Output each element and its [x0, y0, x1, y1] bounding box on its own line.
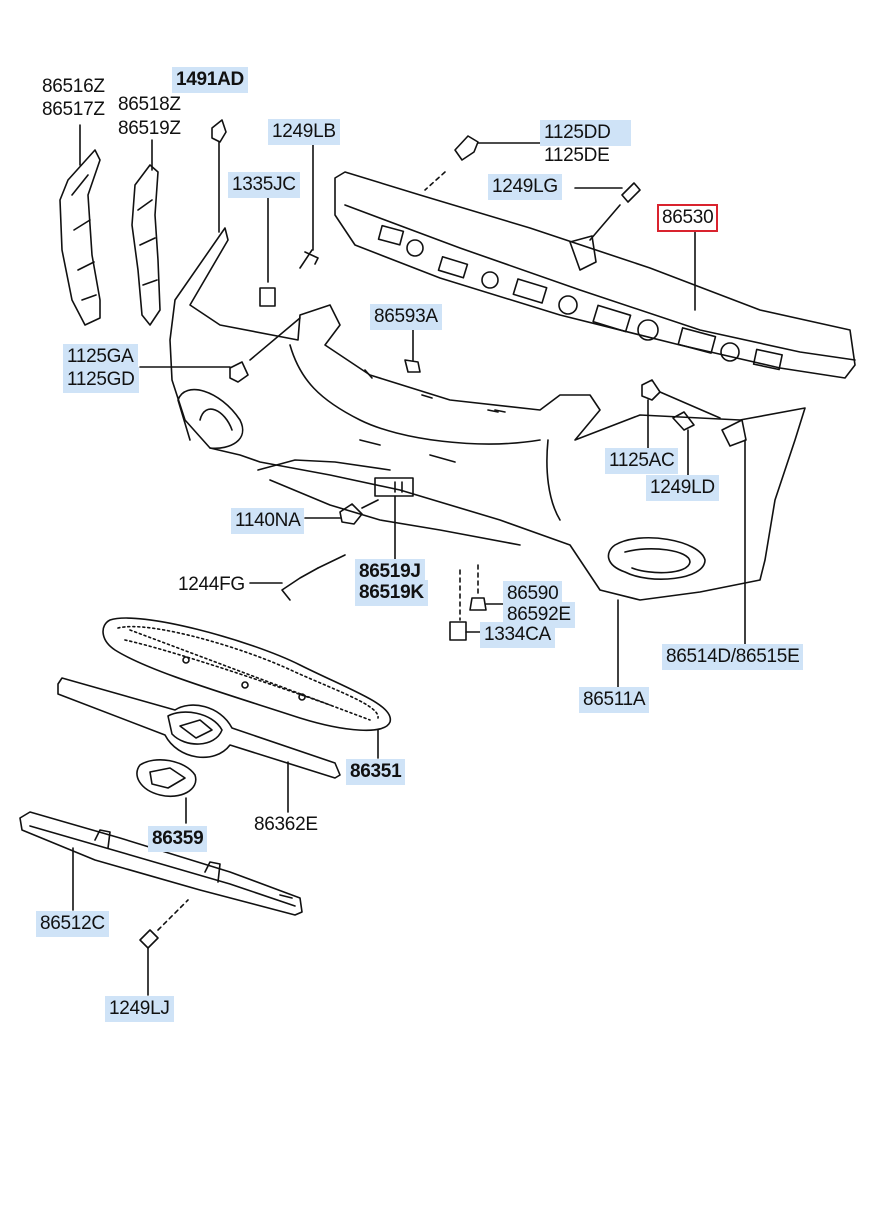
label-1335jc[interactable]: 1335JC	[228, 172, 300, 198]
screw-1249lj	[139, 929, 159, 949]
label-86351[interactable]: 86351	[346, 759, 406, 785]
side-bracket-outer	[59, 149, 101, 326]
reinforcement-beam-86530	[334, 171, 856, 379]
screw-1249lj-axis	[157, 899, 189, 931]
label-1125dd[interactable]: 1125DD	[540, 120, 631, 146]
label-86519k[interactable]: 86519K	[355, 580, 428, 606]
bolt-1140na	[339, 503, 363, 525]
label-1244fg: 1244FG	[178, 574, 245, 595]
label-1249lj[interactable]: 1249LJ	[105, 996, 174, 1022]
label-1249lg[interactable]: 1249LG	[488, 174, 562, 200]
screw-1249lg-axis	[589, 204, 621, 241]
side-bracket-inner	[131, 164, 161, 326]
label-1125de: 1125DE	[544, 145, 610, 166]
clip-86593a	[404, 359, 421, 373]
label-86359[interactable]: 86359	[148, 826, 208, 852]
screw-1249lb	[299, 249, 319, 269]
label-86530[interactable]: 86530	[657, 204, 719, 232]
molding-86362e	[57, 677, 341, 779]
emblem-86359	[136, 759, 197, 797]
bolt-1125ga	[229, 361, 249, 383]
bolt-1125dd	[454, 135, 479, 161]
label-1125ac[interactable]: 1125AC	[605, 448, 679, 474]
bolt-1125ac	[641, 379, 661, 401]
bumper-cover-86511a	[169, 227, 806, 601]
label-86512c[interactable]: 86512C	[36, 911, 109, 937]
label-1125gd[interactable]: 1125GD	[63, 367, 139, 393]
bolt-1125ga-axis	[249, 317, 301, 361]
label-1491ad[interactable]: 1491AD	[172, 67, 248, 93]
label-86519z: 86519Z	[118, 118, 181, 139]
label-86514d[interactable]: 86514D/86515E	[662, 644, 804, 670]
label-86518z: 86518Z	[118, 94, 181, 115]
label-86593a[interactable]: 86593A	[370, 304, 442, 330]
grille-86351	[102, 617, 392, 732]
label-86362e: 86362E	[254, 814, 318, 835]
label-86511a[interactable]: 86511A	[579, 687, 650, 713]
label-1249lb[interactable]: 1249LB	[268, 119, 340, 145]
bracket-86514d	[721, 419, 747, 447]
nut-1335jc	[259, 287, 276, 307]
lower-molding-86512c	[19, 811, 303, 916]
screw-1249ld	[672, 411, 695, 431]
screw-1249lg	[621, 182, 641, 203]
screw-1244fg-axis	[317, 554, 346, 569]
label-1140na[interactable]: 1140NA	[231, 508, 305, 534]
label-86516z: 86516Z	[42, 76, 105, 97]
bolt-1140na-axis	[361, 499, 379, 509]
bolt-1125dd-axis	[424, 171, 446, 191]
label-1125ga[interactable]: 1125GA	[63, 344, 138, 370]
bolt-1125ac-axis	[659, 391, 721, 419]
screw-1244fg	[281, 567, 319, 601]
label-1334ca[interactable]: 1334CA	[480, 622, 555, 648]
clip-86590	[469, 597, 487, 611]
label-1249ld[interactable]: 1249LD	[646, 475, 719, 501]
clip-1491ad	[211, 119, 227, 143]
nut-1334ca	[449, 621, 467, 641]
label-86517z: 86517Z	[42, 99, 105, 120]
